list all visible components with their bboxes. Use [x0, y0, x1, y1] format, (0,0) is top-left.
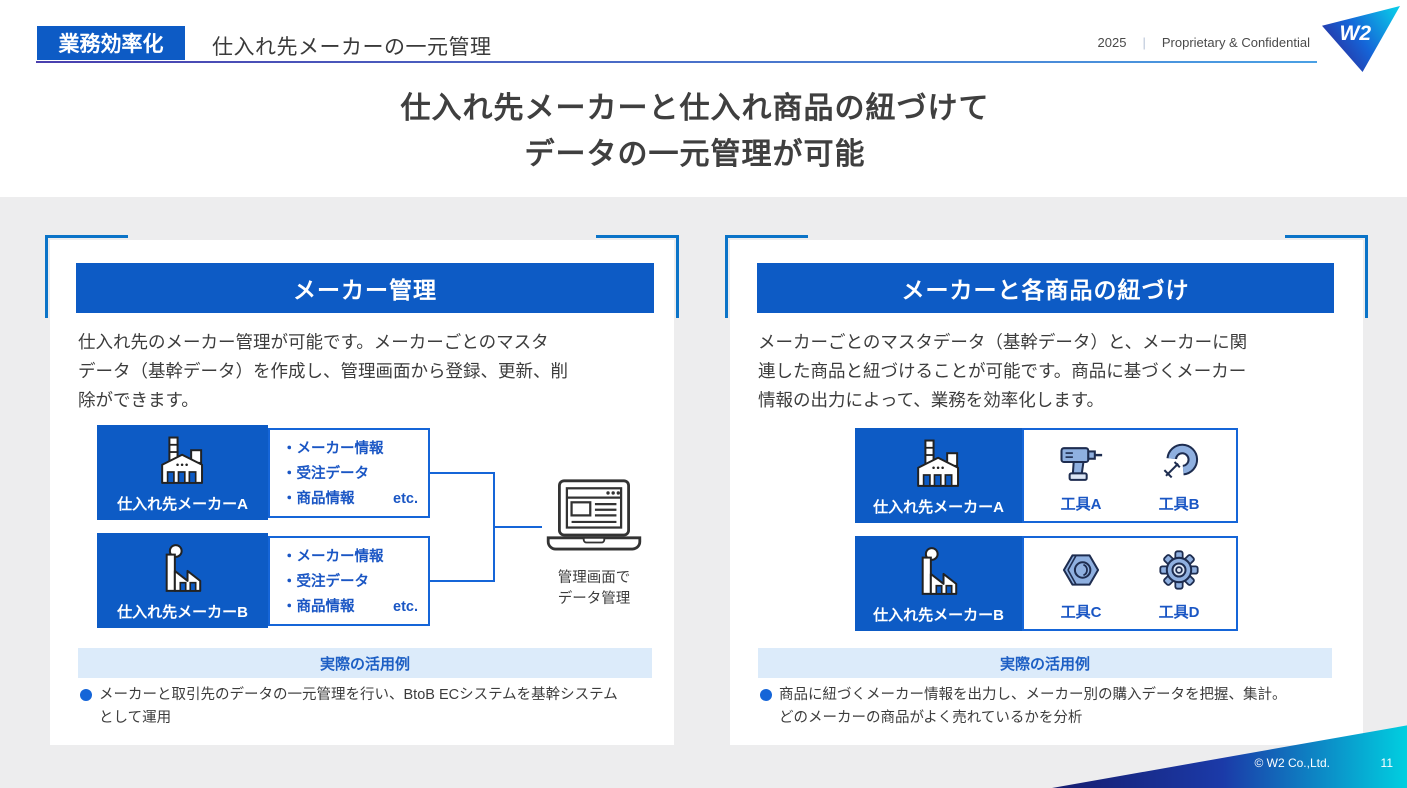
connector-line	[430, 472, 493, 474]
connector-line	[430, 580, 493, 582]
maker-b-box: 仕入れ先メーカーB	[97, 533, 268, 628]
slide-headline: 仕入れ先メーカーと仕入れ商品の紐づけて データの一元管理が可能	[0, 86, 1390, 178]
factory-b-icon	[921, 547, 957, 595]
maker-b-label: 仕入れ先メーカーB	[117, 604, 248, 621]
panel-description: メーカーごとのマスタデータ（基幹データ）と、メーカーに関 連した商品と紐づけるこ…	[758, 328, 1247, 415]
admin-screen-figure: 管理画面で データ管理	[538, 478, 650, 610]
corner-bracket-top-left	[45, 235, 128, 318]
nut-icon	[1062, 554, 1100, 586]
description-line: 除ができます。	[78, 390, 199, 410]
panel-maker-management: メーカー管理 仕入れ先のメーカー管理が可能です。メーカーごとのマスタ データ（基…	[45, 235, 679, 745]
description-line: メーカーごとのマスタデータ（基幹データ）と、メーカーに関	[758, 332, 1248, 352]
description-line: 連した商品と紐づけることが可能です。商品に基づくメーカー	[758, 361, 1247, 381]
drill-icon	[1060, 447, 1103, 481]
year-label: 2025	[1097, 35, 1127, 50]
description-line: データ（基幹データ）を作成し、管理画面から登録、更新、削	[78, 361, 568, 381]
clamp-icon	[1163, 443, 1199, 479]
tool-item: 工具D	[1153, 544, 1205, 623]
tool-label: 工具C	[1060, 604, 1102, 621]
corner-bracket-top-right	[1285, 235, 1368, 318]
page-title: 仕入れ先メーカーの一元管理	[212, 36, 492, 59]
info-item: ・メーカー情報	[282, 440, 384, 457]
connector-line	[493, 526, 542, 528]
tool-item: 工具A	[1055, 436, 1107, 515]
headline-line2: データの一元管理が可能	[524, 138, 866, 171]
corner-bracket-top-right	[596, 235, 679, 318]
gear-icon	[1159, 550, 1199, 590]
laptop-icon	[546, 479, 642, 551]
description-line: 仕入れ先のメーカー管理が可能です。メーカーごとのマスタ	[78, 332, 549, 352]
headline-line1: 仕入れ先メーカーと仕入れ商品の紐づけて	[400, 92, 990, 125]
factory-a-icon	[160, 436, 203, 484]
laptop-caption: 管理画面で データ管理	[557, 570, 631, 607]
example-text-line: メーカーと取引先のデータの一元管理を行い、BtoB ECシステムを基幹システム	[99, 687, 618, 703]
copyright-label: © W2 Co.,Ltd.	[1254, 756, 1330, 770]
tool-item: 工具B	[1153, 436, 1205, 515]
panel-header: メーカー管理	[76, 263, 654, 313]
maker-b-box: 仕入れ先メーカーB	[855, 536, 1022, 631]
page-number: 11	[1380, 756, 1393, 770]
etc-label: etc.	[393, 598, 418, 615]
example-header: 実際の活用例	[758, 648, 1332, 678]
tool-item: 工具C	[1055, 544, 1107, 623]
tool-label: 工具A	[1060, 496, 1102, 513]
panel-description: 仕入れ先のメーカー管理が可能です。メーカーごとのマスタ データ（基幹データ）を作…	[78, 328, 568, 415]
maker-b-tools-box: 工具C	[1022, 536, 1238, 631]
maker-a-label: 仕入れ先メーカーA	[873, 499, 1004, 516]
example-text-line: どのメーカーの商品がよく売れているかを分析	[779, 710, 1083, 726]
header-meta: 2025 | Proprietary & Confidential	[1098, 35, 1310, 50]
meta-divider: |	[1142, 35, 1146, 50]
example-text-line: 商品に紐づくメーカー情報を出力し、メーカー別の購入データを把握、集計。	[779, 687, 1287, 703]
category-badge: 業務効率化	[37, 26, 185, 60]
maker-a-label: 仕入れ先メーカーA	[117, 496, 248, 513]
bullet-dot-icon	[80, 689, 92, 701]
info-item: ・受注データ	[282, 465, 369, 482]
bullet-dot-icon	[760, 689, 772, 701]
example-header: 実際の活用例	[78, 648, 652, 678]
tool-label: 工具D	[1158, 604, 1200, 621]
factory-a-icon	[916, 439, 959, 487]
factory-b-icon	[165, 544, 201, 592]
info-item: ・受注データ	[282, 573, 369, 590]
header-underline	[36, 61, 1317, 63]
info-item: ・メーカー情報	[282, 548, 384, 565]
maker-a-tools-box: 工具A 工具B	[1022, 428, 1238, 523]
tool-label: 工具B	[1158, 496, 1200, 513]
example-note: メーカーと取引先のデータの一元管理を行い、BtoB ECシステムを基幹システム …	[80, 684, 618, 730]
maker-a-box: 仕入れ先メーカーA	[855, 428, 1022, 523]
confidential-label: Proprietary & Confidential	[1161, 35, 1310, 50]
maker-a-box: 仕入れ先メーカーA	[97, 425, 268, 520]
example-text-line: として運用	[99, 710, 172, 726]
example-note: 商品に紐づくメーカー情報を出力し、メーカー別の購入データを把握、集計。 どのメー…	[760, 684, 1287, 730]
panel-header: メーカーと各商品の紐づけ	[757, 263, 1334, 313]
description-line: 情報の出力によって、業務を効率化します。	[758, 390, 1104, 410]
maker-b-label: 仕入れ先メーカーB	[873, 607, 1004, 624]
etc-label: etc.	[393, 490, 418, 507]
corner-bracket-top-left	[725, 235, 808, 318]
w2-logo-text: W2	[1339, 22, 1372, 45]
panel-product-linking: メーカーと各商品の紐づけ メーカーごとのマスタデータ（基幹データ）と、メーカーに…	[725, 235, 1368, 745]
